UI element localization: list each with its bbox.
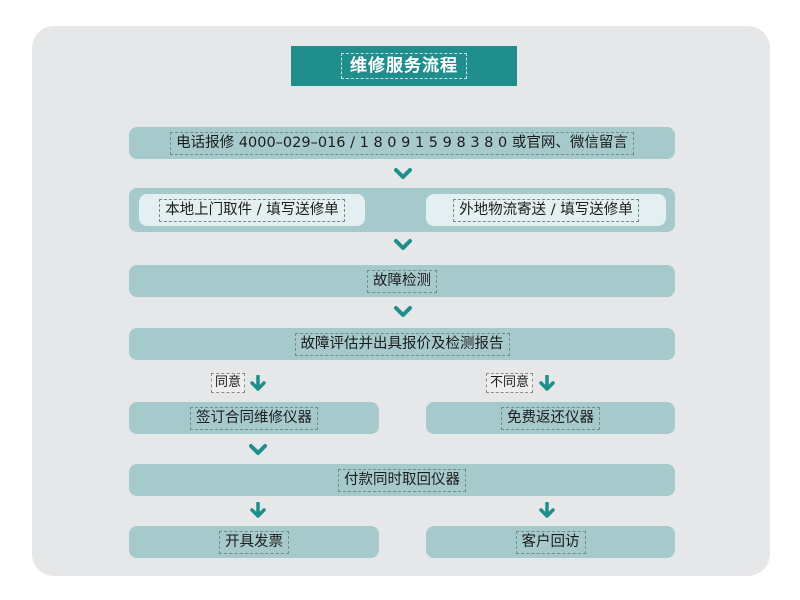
step-evaluation-quote-label: 故障评估并出具报价及检测报告: [294, 332, 510, 356]
step-phone-repair-label: 电话报修 4000–029–016 / 1 8 0 9 1 5 9 8 3 8 …: [170, 131, 634, 155]
step-free-return: 免费返还仪器: [426, 402, 675, 434]
step-fault-detection: 故障检测: [129, 265, 675, 297]
step-issue-invoice: 开具发票: [129, 526, 379, 558]
condition-agree: 同意: [211, 373, 246, 393]
down-arrow-icon: [250, 375, 266, 391]
step-free-return-label: 免费返还仪器: [501, 406, 600, 430]
step-customer-follow-up: 客户回访: [426, 526, 675, 558]
step-issue-invoice-label: 开具发票: [219, 530, 289, 554]
condition-disagree: 不同意: [486, 373, 534, 393]
down-arrow-icon: [539, 502, 555, 518]
step-fault-detection-label: 故障检测: [367, 269, 437, 293]
step-pay-and-pickup-label: 付款同时取回仪器: [338, 468, 466, 492]
step-customer-follow-up-label: 客户回访: [515, 530, 586, 554]
step-sign-contract-label: 签订合同维修仪器: [190, 406, 318, 430]
step-phone-repair: 电话报修 4000–029–016 / 1 8 0 9 1 5 9 8 3 8 …: [129, 127, 675, 159]
flowchart-title: 维修服务流程: [291, 46, 517, 86]
down-arrow-icon: [394, 306, 412, 317]
down-arrow-icon: [394, 239, 412, 250]
step-pay-and-pickup: 付款同时取回仪器: [129, 464, 675, 496]
down-arrow-icon: [250, 502, 266, 518]
down-arrow-icon: [539, 375, 555, 391]
step-evaluation-quote: 故障评估并出具报价及检测报告: [129, 328, 675, 360]
option-local-pickup-label: 本地上门取件 / 填写送修单: [159, 198, 345, 222]
step-sign-contract: 签订合同维修仪器: [129, 402, 379, 434]
option-remote-mail: 外地物流寄送 / 填写送修单: [426, 194, 666, 226]
option-local-pickup: 本地上门取件 / 填写送修单: [139, 194, 365, 226]
flowchart-title-text: 维修服务流程: [341, 53, 467, 79]
option-remote-mail-label: 外地物流寄送 / 填写送修单: [453, 198, 639, 222]
down-arrow-icon: [249, 444, 267, 455]
down-arrow-icon: [394, 168, 412, 179]
